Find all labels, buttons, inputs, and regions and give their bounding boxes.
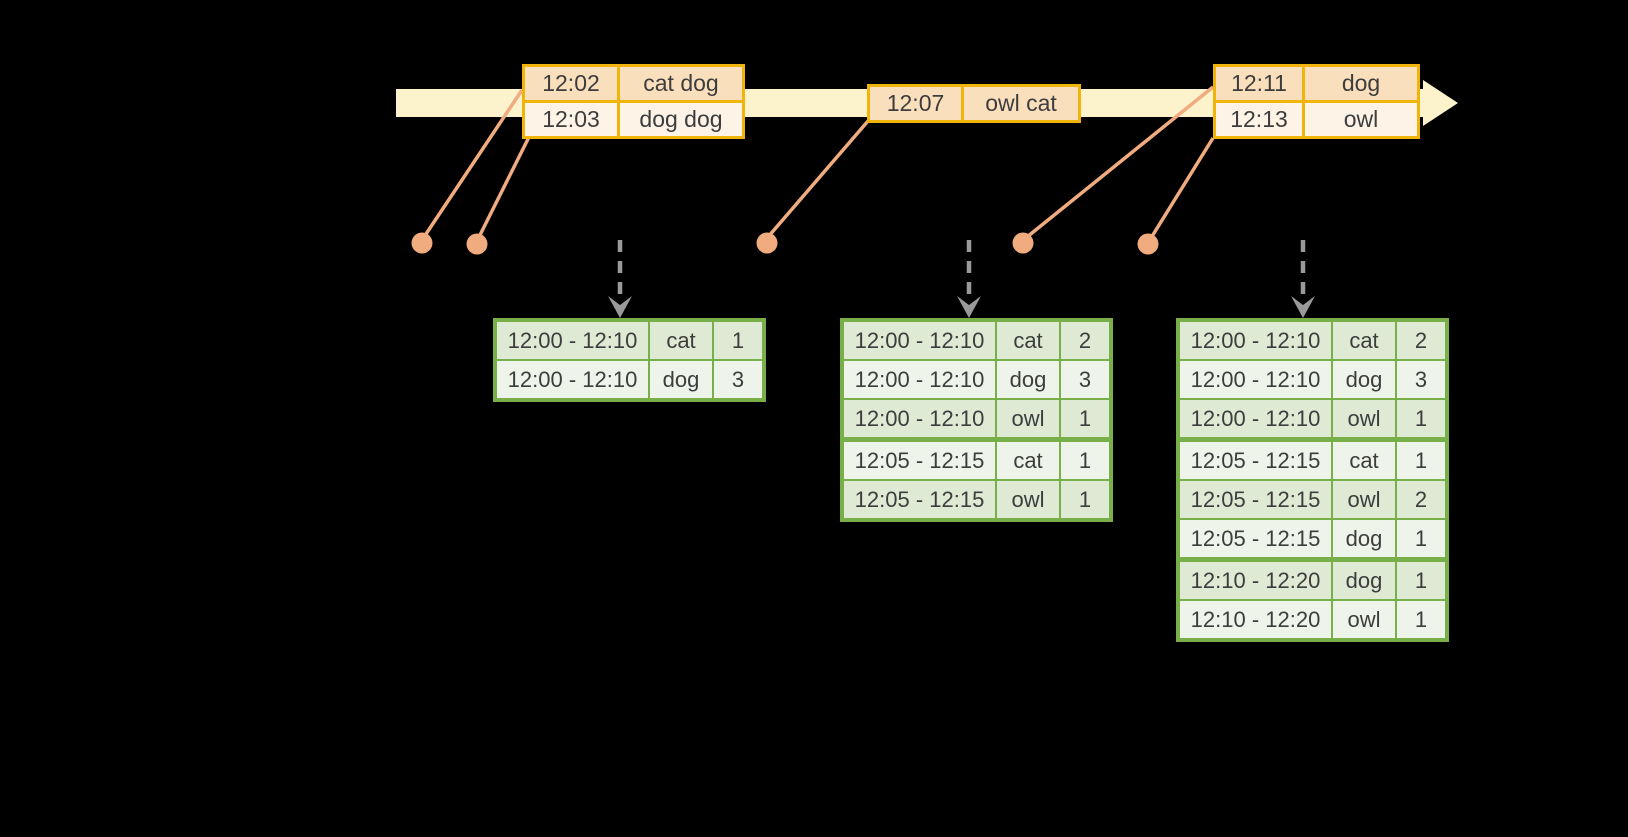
result-row: 12:05 - 12:15 dog 1: [1177, 518, 1448, 561]
event-dot-1202: [411, 232, 433, 254]
window-cell: 12:00 - 12:10: [1177, 359, 1333, 400]
result-row: 12:00 - 12:10 owl 1: [841, 398, 1112, 441]
count-cell: 2: [1059, 319, 1112, 361]
count-cell: 1: [1395, 599, 1448, 641]
result-row: 12:00 - 12:10 dog 3: [494, 359, 765, 401]
count-cell: 1: [1059, 479, 1112, 521]
word-cell: cat: [648, 319, 714, 361]
connector-line-1207: [766, 119, 870, 239]
trigger-arrow-3: [1291, 240, 1315, 318]
event-row: 12:03 dog dog: [522, 100, 745, 139]
window-cell: 12:10 - 12:20: [1177, 557, 1333, 601]
event-words-cell: owl cat: [961, 84, 1081, 123]
event-table-2: 12:07 owl cat: [867, 84, 1081, 123]
connector-line-1211: [1025, 85, 1215, 239]
result-row: 12:05 - 12:15 owl 1: [841, 479, 1112, 521]
event-time-cell: 12:13: [1213, 100, 1305, 139]
event-table-1: 12:02 cat dog 12:03 dog dog: [522, 64, 745, 139]
result-row: 12:00 - 12:10 owl 1: [1177, 398, 1448, 441]
count-cell: 1: [1059, 437, 1112, 481]
connector-line-1213: [1149, 137, 1215, 239]
count-cell: 1: [1059, 398, 1112, 441]
window-cell: 12:05 - 12:15: [1177, 518, 1333, 561]
event-words-cell: cat dog: [617, 64, 745, 103]
connector-line-1202: [422, 89, 524, 238]
event-dot-1213: [1137, 233, 1159, 255]
event-time-cell: 12:02: [522, 64, 620, 103]
event-row: 12:13 owl: [1213, 100, 1420, 139]
word-cell: cat: [995, 319, 1061, 361]
word-cell: dog: [648, 359, 714, 401]
word-cell: owl: [1331, 599, 1397, 641]
count-cell: 1: [1395, 437, 1448, 481]
result-row: 12:10 - 12:20 owl 1: [1177, 599, 1448, 641]
result-row: 12:00 - 12:10 cat 2: [1177, 319, 1448, 361]
window-cell: 12:00 - 12:10: [841, 398, 997, 441]
timeline-arrowhead-icon: [1423, 80, 1458, 126]
window-cell: 12:05 - 12:15: [1177, 479, 1333, 520]
count-cell: 2: [1395, 479, 1448, 520]
event-words-cell: dog dog: [617, 100, 745, 139]
word-cell: dog: [1331, 359, 1397, 400]
result-row: 12:00 - 12:10 cat 2: [841, 319, 1112, 361]
result-row: 12:05 - 12:15 cat 1: [841, 437, 1112, 481]
count-cell: 3: [1059, 359, 1112, 400]
event-time-cell: 12:11: [1213, 64, 1305, 103]
event-words-cell: owl: [1302, 100, 1420, 139]
event-time-cell: 12:07: [867, 84, 964, 123]
count-cell: 2: [1395, 319, 1448, 361]
result-row: 12:00 - 12:10 dog 3: [841, 359, 1112, 400]
word-cell: owl: [1331, 398, 1397, 441]
connector-line-1203: [476, 136, 531, 240]
result-row: 12:00 - 12:10 dog 3: [1177, 359, 1448, 400]
result-table-1: 12:00 - 12:10 cat 1 12:00 - 12:10 dog 3: [493, 318, 766, 402]
window-cell: 12:05 - 12:15: [1177, 437, 1333, 481]
word-cell: dog: [1331, 518, 1397, 561]
trigger-arrow-2: [957, 240, 981, 318]
window-cell: 12:00 - 12:10: [1177, 319, 1333, 361]
result-row: 12:10 - 12:20 dog 1: [1177, 557, 1448, 601]
event-row: 12:11 dog: [1213, 64, 1420, 103]
result-row: 12:00 - 12:10 cat 1: [494, 319, 765, 361]
window-cell: 12:00 - 12:10: [841, 319, 997, 361]
word-cell: owl: [995, 398, 1061, 441]
window-cell: 12:10 - 12:20: [1177, 599, 1333, 641]
event-words-cell: dog: [1302, 64, 1420, 103]
window-cell: 12:00 - 12:10: [494, 319, 650, 361]
window-cell: 12:05 - 12:15: [841, 437, 997, 481]
event-row: 12:02 cat dog: [522, 64, 745, 103]
count-cell: 1: [1395, 398, 1448, 441]
result-row: 12:05 - 12:15 owl 2: [1177, 479, 1448, 520]
event-time-cell: 12:03: [522, 100, 620, 139]
window-cell: 12:05 - 12:15: [841, 479, 997, 521]
trigger-arrow-1: [608, 240, 632, 318]
result-table-2: 12:00 - 12:10 cat 2 12:00 - 12:10 dog 3 …: [840, 318, 1113, 522]
word-cell: dog: [995, 359, 1061, 400]
result-row: 12:05 - 12:15 cat 1: [1177, 437, 1448, 481]
word-cell: owl: [995, 479, 1061, 521]
window-cell: 12:00 - 12:10: [1177, 398, 1333, 441]
word-cell: cat: [1331, 437, 1397, 481]
window-cell: 12:00 - 12:10: [841, 359, 997, 400]
count-cell: 3: [1395, 359, 1448, 400]
event-table-3: 12:11 dog 12:13 owl: [1213, 64, 1420, 139]
event-dot-1211: [1012, 232, 1034, 254]
event-dot-1207: [756, 232, 778, 254]
word-cell: owl: [1331, 479, 1397, 520]
word-cell: dog: [1331, 557, 1397, 601]
window-cell: 12:00 - 12:10: [494, 359, 650, 401]
word-cell: cat: [1331, 319, 1397, 361]
count-cell: 3: [712, 359, 765, 401]
event-dot-1203: [466, 233, 488, 255]
count-cell: 1: [712, 319, 765, 361]
event-row: 12:07 owl cat: [867, 84, 1081, 123]
result-table-3: 12:00 - 12:10 cat 2 12:00 - 12:10 dog 3 …: [1176, 318, 1449, 642]
word-cell: cat: [995, 437, 1061, 481]
count-cell: 1: [1395, 518, 1448, 561]
count-cell: 1: [1395, 557, 1448, 601]
